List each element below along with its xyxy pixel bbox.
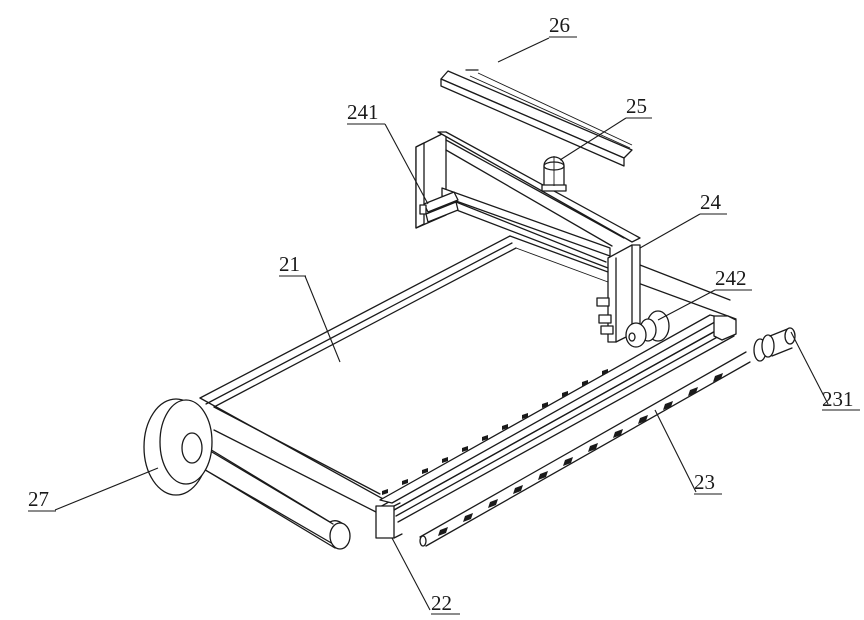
label-27-text: 27 [28,487,49,511]
front-rail-22 [375,314,737,539]
lead-screw-23 [419,327,796,547]
label-26: 26 [549,13,577,38]
label-22: 22 [431,591,460,615]
roller-pair-242 [625,310,670,348]
label-21-text: 21 [279,252,300,276]
label-24-text: 24 [700,190,722,214]
leader-lines [54,37,829,611]
label-23-text: 23 [694,470,715,494]
label-27: 27 [28,487,56,512]
gantry-bridge-24 [415,131,641,343]
label-241-text: 241 [347,100,379,124]
label-24: 24 [700,190,727,215]
label-22-text: 22 [431,591,452,615]
label-231: 231 [822,387,860,411]
label-21: 21 [279,252,306,277]
platform-frame-21 [199,235,737,513]
label-23: 23 [694,470,722,495]
label-26-text: 26 [549,13,570,37]
handwheel-roller-27 [143,398,351,550]
label-25-text: 25 [626,94,647,118]
label-242: 242 [715,266,752,291]
label-231-text: 231 [822,387,854,411]
strip-plate-26 [440,69,633,167]
label-242-text: 242 [715,266,747,290]
label-241: 241 [347,100,385,125]
tool-head-25 [541,156,567,192]
label-25: 25 [626,94,652,119]
